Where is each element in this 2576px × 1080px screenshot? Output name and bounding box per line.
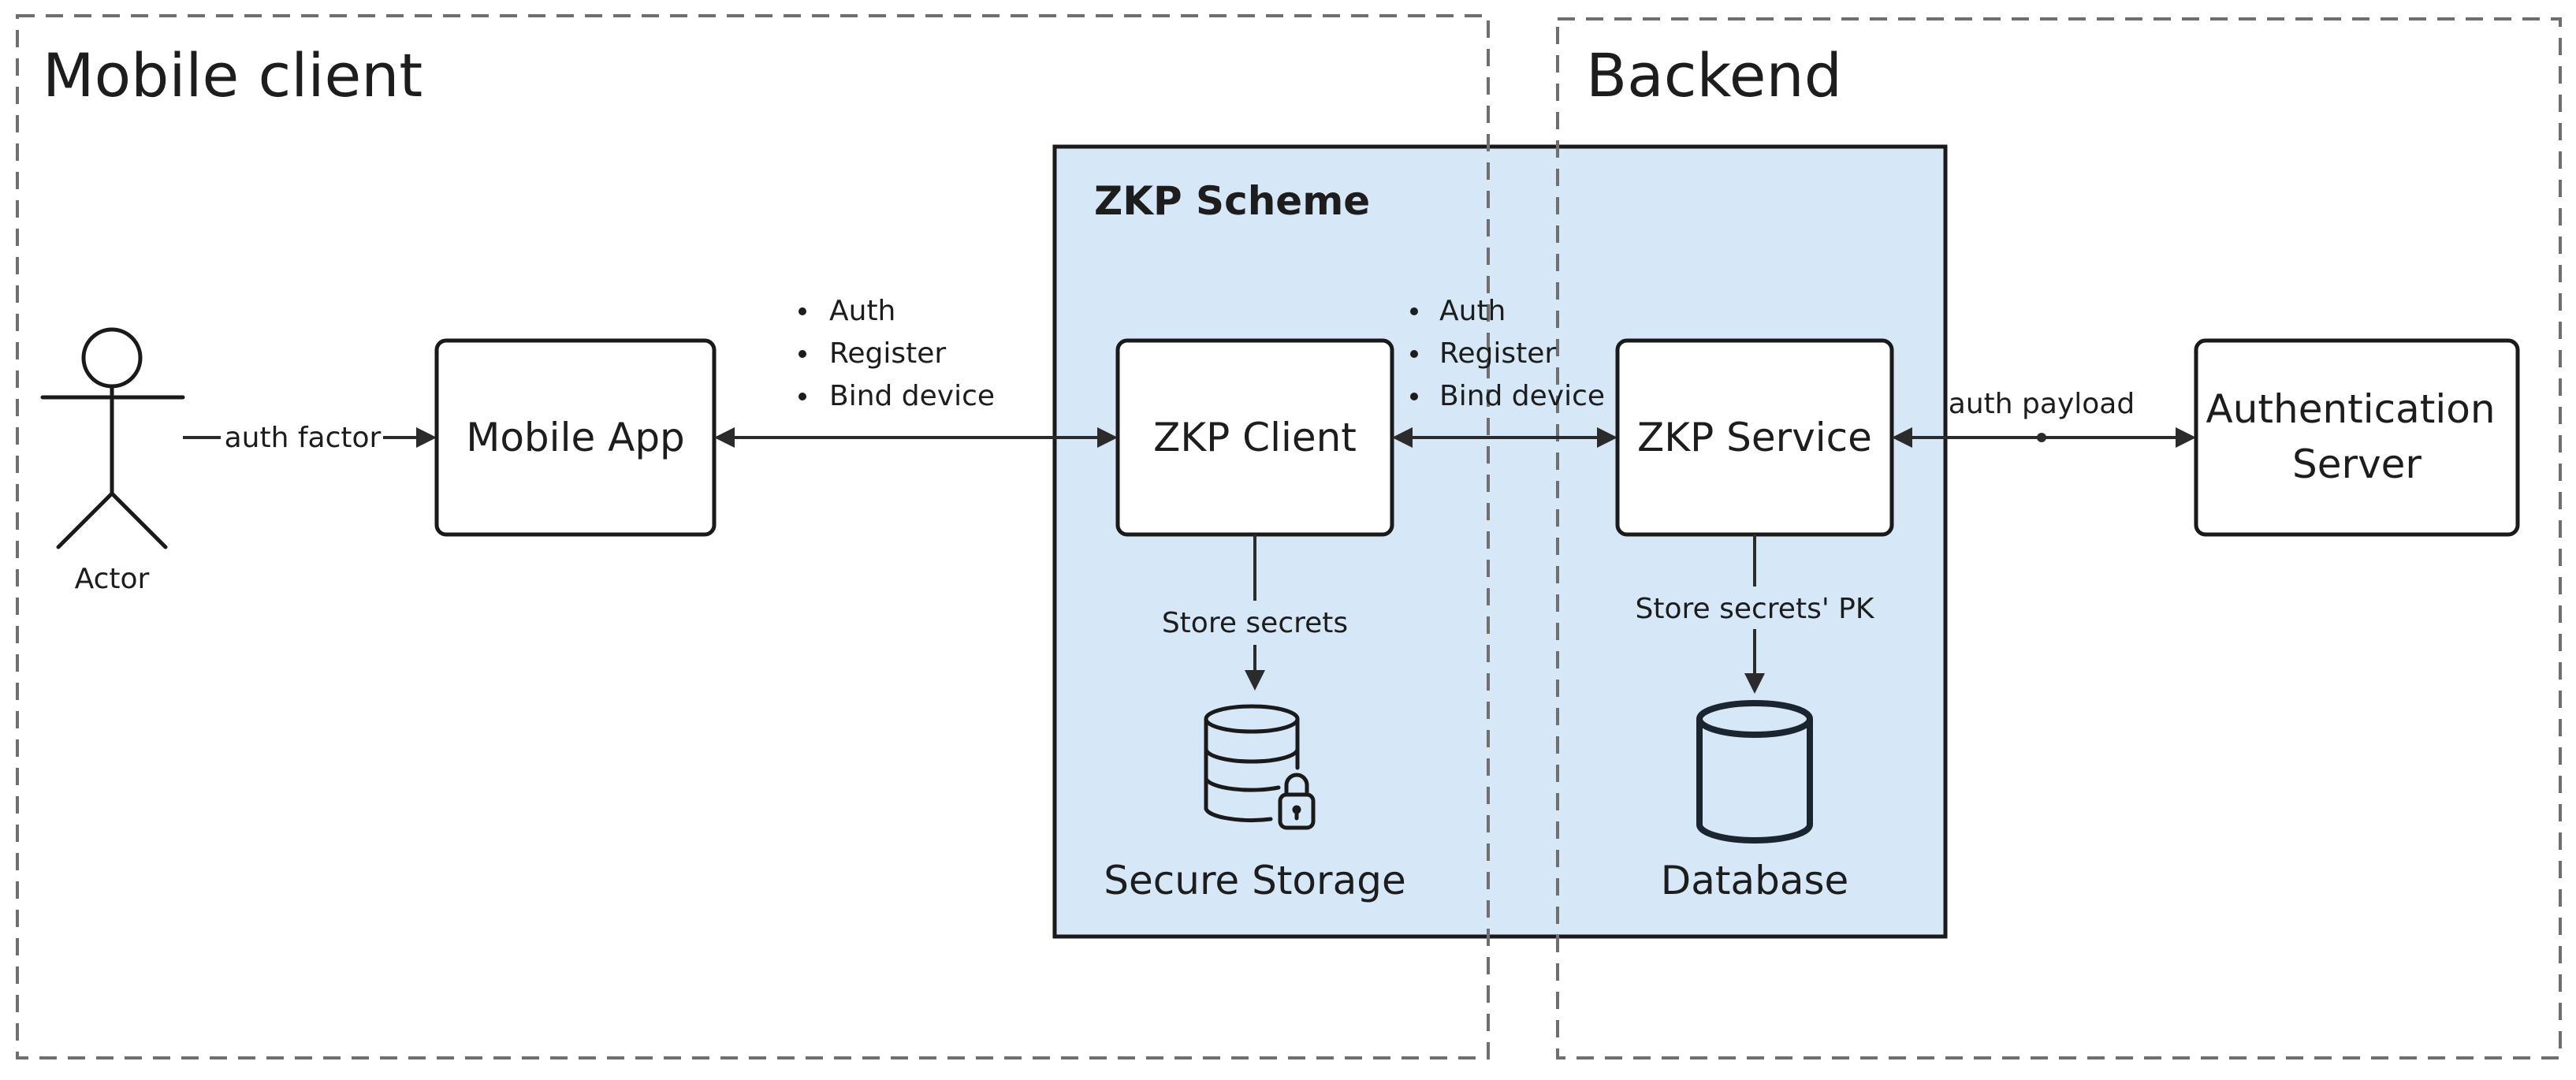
- database: Database: [1661, 700, 1849, 903]
- mobile-client-zone: Mobile client: [16, 14, 1490, 1060]
- secure-storage-label: Secure Storage: [1104, 858, 1405, 903]
- backend-zone-border: [1556, 17, 2562, 1060]
- zkp-client-label: ZKP Client: [1153, 415, 1357, 460]
- mobile-app-node: Mobile App: [434, 338, 717, 537]
- bullet-icon: [798, 393, 806, 400]
- arrow-head-right-icon: [1097, 427, 1118, 448]
- authentication-server-label: Authentication Server: [2206, 386, 2508, 487]
- edge-store-secrets-label: Store secrets: [1162, 607, 1348, 639]
- authentication-server-box: [2194, 338, 2520, 537]
- zkp-scheme-title: ZKP Scheme: [1094, 178, 1370, 224]
- arrow-head-left-icon: [1392, 427, 1413, 448]
- edge-client-service-bullet-1: Auth: [1439, 295, 1506, 327]
- edge-app-client: Auth Register Bind device: [714, 295, 1118, 448]
- actor-icon: [40, 327, 185, 549]
- zkp-client-node: ZKP Client: [1115, 338, 1394, 537]
- authentication-server-node: Authentication Server: [2194, 338, 2520, 537]
- edge-client-service-bullet-2: Register: [1439, 337, 1556, 370]
- backend-zone: Backend: [1556, 17, 2562, 1060]
- arrow-head-left-icon: [714, 427, 735, 448]
- edge-client-service-bullets: Auth Register Bind device: [1410, 295, 1605, 412]
- bullet-icon: [1410, 393, 1418, 400]
- bullet-icon: [1410, 350, 1418, 358]
- zkp-scheme-group: ZKP Scheme: [1052, 144, 1948, 939]
- actor-label: Actor: [75, 563, 150, 595]
- edge-app-client-bullets: Auth Register Bind device: [798, 295, 995, 412]
- edge-app-client-bullet-3: Bind device: [829, 380, 995, 412]
- zkp-service-label: ZKP Service: [1637, 415, 1872, 460]
- arrow-head-down-icon: [1245, 670, 1265, 691]
- arrow-head-right-icon: [2176, 427, 2196, 448]
- edge-client-service: Auth Register Bind device: [1392, 295, 1617, 448]
- arrow-head-left-icon: [1892, 427, 1912, 448]
- mobile-client-zone-border: [16, 14, 1490, 1060]
- secure-storage: Secure Storage: [1104, 704, 1406, 903]
- zkp-service-node: ZKP Service: [1615, 338, 1894, 537]
- database-label: Database: [1661, 858, 1849, 903]
- arrow-head-icon: [416, 427, 437, 448]
- edge-client-service-bullet-3: Bind device: [1439, 380, 1605, 412]
- mobile-client-zone-title: Mobile client: [43, 40, 423, 110]
- actor: Actor: [40, 327, 185, 595]
- edge-app-client-bullet-1: Auth: [829, 295, 895, 327]
- edge-store-secrets: Store secrets: [1162, 534, 1348, 691]
- edge-midpoint-dot: [2037, 433, 2046, 442]
- arrow-head-down-icon: [1744, 673, 1765, 694]
- backend-zone-title: Backend: [1586, 40, 1842, 110]
- edge-store-secrets-pk-label: Store secrets' PK: [1636, 593, 1875, 625]
- authentication-server-label-line-2: Server: [2292, 441, 2422, 487]
- edge-service-auth-label: auth payload: [1949, 388, 2135, 420]
- bullet-icon: [798, 307, 806, 315]
- bullet-icon: [798, 350, 806, 358]
- edge-service-auth: auth payload: [1892, 388, 2196, 448]
- locked-database-icon: [1204, 704, 1316, 830]
- bullet-icon: [1410, 307, 1418, 315]
- edge-auth-factor: auth factor: [183, 422, 437, 454]
- database-cylinder-icon: [1696, 700, 1813, 844]
- edge-store-secrets-pk: Store secrets' PK: [1636, 534, 1875, 694]
- mobile-app-label: Mobile App: [466, 415, 685, 460]
- edge-auth-factor-label: auth factor: [225, 422, 382, 454]
- authentication-server-label-line-1: Authentication: [2206, 386, 2496, 432]
- zkp-scheme-background: [1052, 144, 1948, 939]
- arrow-head-right-icon: [1597, 427, 1617, 448]
- edge-app-client-bullet-2: Register: [829, 337, 946, 370]
